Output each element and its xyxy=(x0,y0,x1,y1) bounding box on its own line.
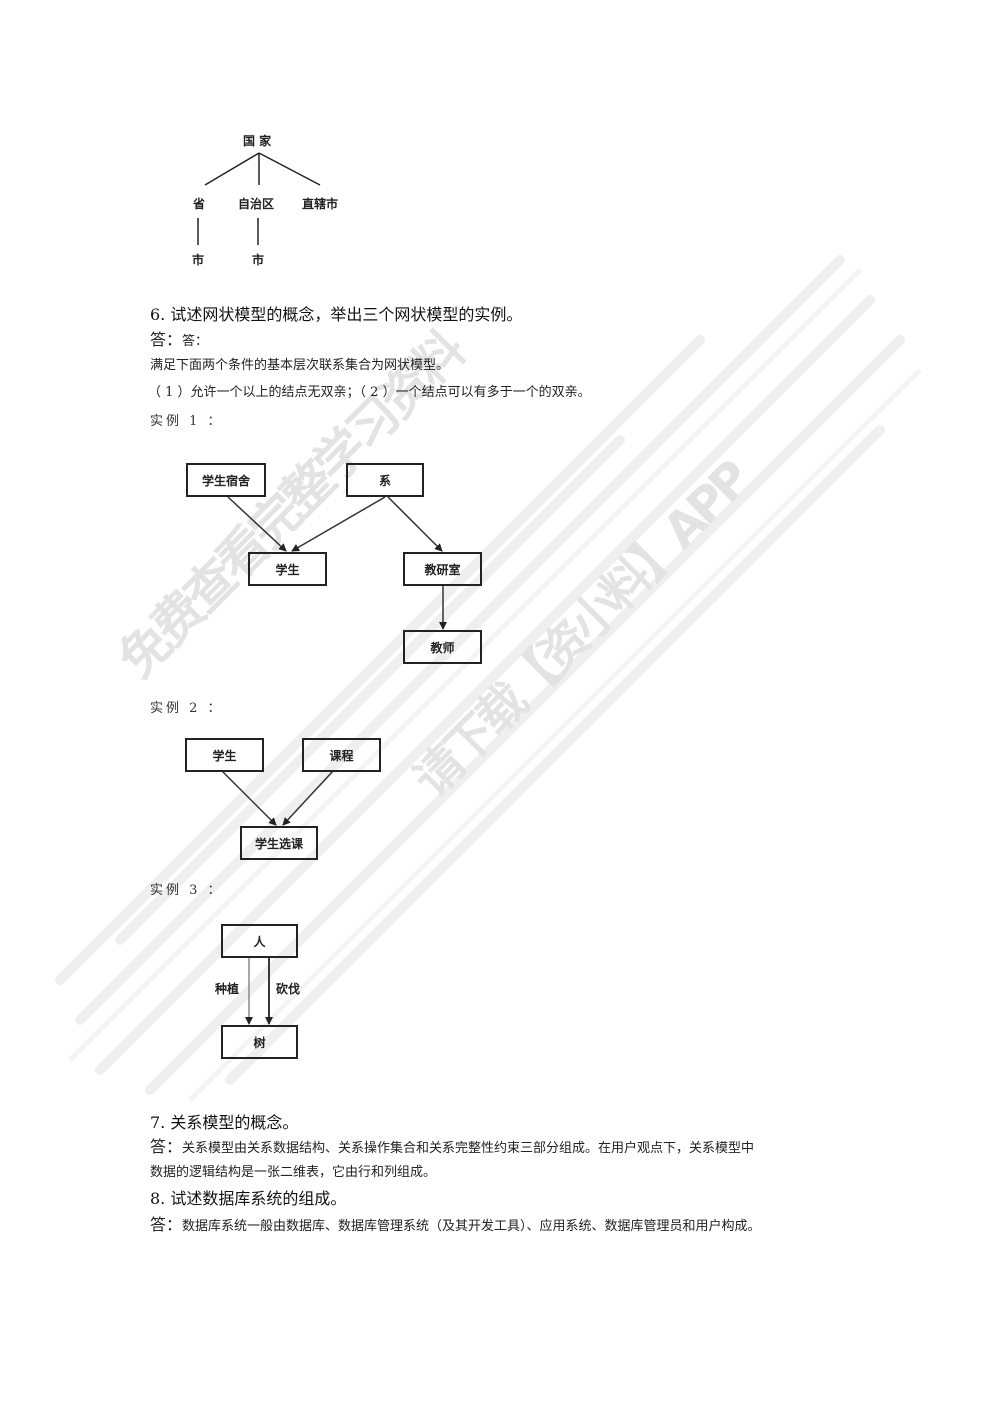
node-person: 人 xyxy=(221,924,298,958)
answer-label: 答： xyxy=(150,1137,183,1156)
question-7-answer-text: 关系模型由关系数据结构、关系操作集合和关系完整性约束三部分组成。在用户观点下，关… xyxy=(182,1141,755,1156)
question-7-title: 7. 关系模型的概念。 xyxy=(150,1113,299,1132)
edge-label-cut: 砍伐 xyxy=(276,982,301,996)
question-7-answer-line-1: 答：关系模型由关系数据结构、关系操作集合和关系完整性约束三部分组成。在用户观点下… xyxy=(150,1138,754,1158)
edge-label-plant: 种植 xyxy=(215,982,240,996)
tree-diagram-lines xyxy=(197,152,321,245)
example-3-arrows xyxy=(245,958,273,1025)
question-8-answer: 答：数据库系统一般由数据库、数据库管理系统（及其开发工具）、应用系统、数据库管理… xyxy=(150,1216,761,1236)
question-8-answer-text: 数据库系统一般由数据库、数据库管理系统（及其开发工具）、应用系统、数据库管理员和… xyxy=(182,1219,761,1234)
tree-node-province: 省 xyxy=(193,197,206,211)
tree-node-autonomous-region: 自治区 xyxy=(238,197,275,211)
answer-label: 答： xyxy=(150,1215,183,1234)
question-7-answer-line-2: 数据的逻辑结构是一张二维表，它由行和列组成。 xyxy=(150,1165,437,1180)
tree-node-municipality: 直辖市 xyxy=(302,197,339,211)
node-tree: 树 xyxy=(221,1025,298,1059)
question-8-title: 8. 试述数据库系统的组成。 xyxy=(150,1189,347,1208)
tree-root: 国 家 xyxy=(243,134,272,148)
